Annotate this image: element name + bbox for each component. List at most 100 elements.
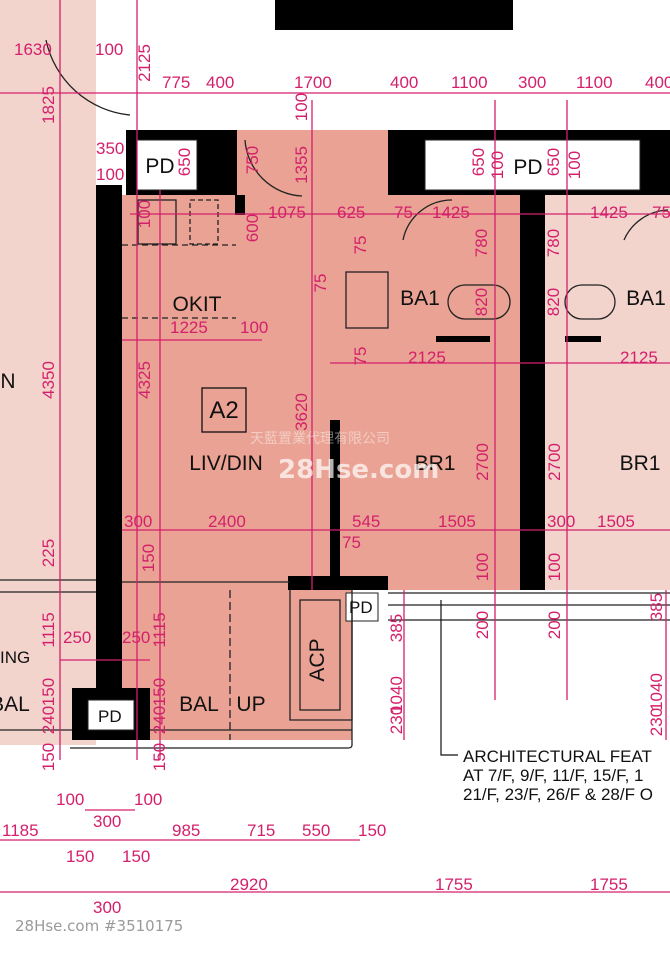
dim: 1425: [432, 203, 470, 222]
room-ba1: BA1: [400, 287, 440, 310]
dim: 1225: [170, 318, 208, 337]
dim: 100: [96, 165, 124, 184]
room-liv-din: LIV/DIN: [189, 452, 263, 475]
dim: 4325: [135, 361, 154, 399]
dim: 775: [162, 73, 190, 92]
dim: 545: [352, 512, 380, 531]
dim: 600: [243, 214, 262, 242]
bath-br1-area: [330, 195, 520, 590]
dim: 300: [518, 73, 546, 92]
dim: 2125: [408, 348, 446, 367]
dim: 1755: [590, 875, 628, 894]
dim: 820: [544, 288, 563, 316]
dim: 625: [337, 203, 365, 222]
dim: 75: [351, 236, 370, 255]
dim: 225: [39, 539, 58, 567]
room-br1: BR1: [415, 452, 456, 475]
dim: 100: [473, 553, 492, 581]
dim: 100: [545, 553, 564, 581]
dim: 300: [93, 812, 121, 831]
dim: 100: [240, 318, 268, 337]
room-bal-left: BAL: [0, 693, 30, 716]
dim: 150: [150, 743, 169, 771]
footer-watermark: 28Hse.com #3510175: [15, 917, 183, 935]
dim: 250: [63, 628, 91, 647]
dim: 100: [565, 151, 584, 179]
dim: 75: [351, 347, 370, 366]
dim: 385: [387, 614, 406, 642]
dim: 2700: [473, 443, 492, 481]
annotation-leader: [440, 600, 458, 756]
dim: 715: [247, 821, 275, 840]
room-ba1-neighbor: BA1: [626, 287, 666, 310]
dim: 200: [473, 611, 492, 639]
dim: 2700: [545, 443, 564, 481]
dim: 400: [390, 73, 418, 92]
dim: 650: [175, 148, 194, 176]
dim: 150: [122, 847, 150, 866]
white-shafts: [87, 139, 641, 731]
dim: 150: [66, 847, 94, 866]
room-pd: PD: [145, 155, 174, 178]
neighbor-unit-right: [545, 195, 670, 590]
watermark-company: 天藍置業代理有限公司: [250, 431, 390, 447]
label-ing: ING: [0, 648, 30, 667]
room-acp: ACP: [306, 638, 329, 681]
dim: 150: [150, 678, 169, 706]
dim: 300: [547, 512, 575, 531]
dim: 1100: [576, 73, 613, 92]
dim: 385: [647, 593, 666, 621]
dim: 1040: [647, 673, 666, 711]
dim: 1115: [150, 612, 169, 647]
dim: 1700: [294, 73, 332, 92]
room-partial-left: N: [0, 370, 15, 393]
dim: 780: [472, 229, 491, 257]
dim: 150: [39, 678, 58, 706]
room-pd-small: PD: [349, 598, 373, 617]
dim: 150: [139, 544, 158, 572]
annotation-line-2: AT 7/F, 9/F, 11/F, 15/F, 1: [463, 766, 643, 785]
dim: 240: [39, 706, 58, 734]
room-br1-neighbor: BR1: [620, 452, 661, 475]
dim: 75: [394, 203, 413, 222]
dim: 2125: [135, 44, 154, 82]
dim: 100: [95, 40, 123, 59]
dim: 200: [545, 611, 564, 639]
room-bal: BAL: [179, 693, 219, 716]
dim: 75: [652, 203, 670, 222]
room-labels: PD PD OKIT BA1 BA1 A2 LIV/DIN BR1 BR1 N …: [0, 155, 666, 804]
dim: 1040: [387, 676, 406, 714]
room-pd-balcony: PD: [98, 707, 122, 726]
room-okit: OKIT: [172, 293, 221, 316]
dim: 3620: [292, 393, 311, 431]
unit-label-box: [201, 387, 247, 433]
dim: 240: [150, 706, 169, 734]
dim: 550: [302, 821, 330, 840]
vertical-dimensions: 1825 2125 100 750 1355 650 650 100 650 1…: [39, 44, 666, 771]
dim: 1825: [39, 86, 58, 124]
unit-label: A2: [209, 397, 238, 424]
dim: 300: [124, 512, 152, 531]
annotation-line-1: ARCHITECTURAL FEAT: [463, 747, 652, 766]
dim: 1505: [597, 512, 635, 531]
dim: 985: [172, 821, 200, 840]
dim: 150: [39, 743, 58, 771]
dim: 820: [472, 288, 491, 316]
dim: 400: [645, 73, 670, 92]
dim: 250: [122, 628, 150, 647]
annotation-line-3: 21/F, 23/F, 26/F & 28/F O: [463, 785, 653, 804]
dim: 75: [311, 274, 330, 293]
dim: 650: [469, 148, 488, 176]
dim: 100: [135, 200, 154, 228]
dim: 230: [387, 706, 406, 734]
dim: 1755: [435, 875, 473, 894]
watermarks: 天藍置業代理有限公司 28Hse.com 28Hse.com #3510175: [15, 431, 439, 935]
dim: 750: [243, 146, 262, 174]
dim: 1355: [292, 146, 311, 184]
dim: 1075: [268, 203, 306, 222]
dim: 650: [544, 148, 563, 176]
horizontal-dimensions: 1630 100 775 400 1700 400 1100 300 1100 …: [2, 40, 670, 917]
dim: 1630: [14, 40, 52, 59]
